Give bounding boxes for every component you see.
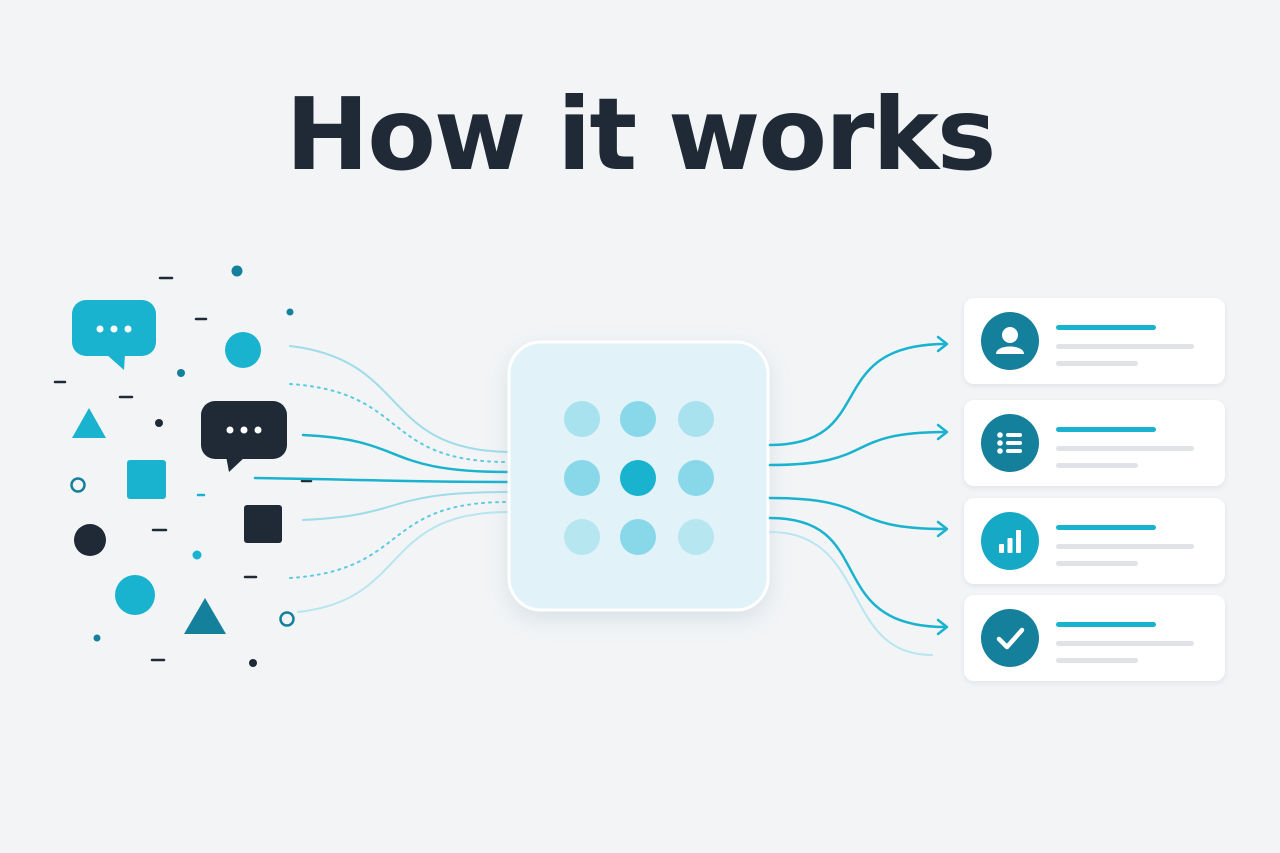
output-flow-arrows [768,335,949,636]
arrow-head-icon [936,423,949,441]
processing-hub [507,340,770,612]
dash-icon [53,276,313,662]
card-text-line [1056,641,1194,646]
circle-icon [225,332,261,368]
card-text-line [1056,446,1194,451]
arrow-head-icon [936,335,949,353]
output-card-user[interactable] [964,298,1225,384]
grid-dots-icon [564,401,714,555]
card-text-line [1056,344,1194,349]
card-text-line [1056,658,1138,663]
ring-icon [70,477,86,493]
dot-icon [177,369,185,377]
card-heading-line [1056,325,1156,330]
check-icon [981,609,1039,667]
bar-chart-icon [981,512,1039,570]
card-heading-line [1056,427,1156,432]
input-flow-lines [253,345,510,613]
output-card-check[interactable] [964,595,1225,681]
card-text-line [1056,463,1138,468]
card-text-line [1056,361,1138,366]
triangle-icon [72,408,106,438]
page-title: How it works [285,76,997,193]
dot-icon [286,308,294,316]
user-icon [981,312,1039,370]
square-icon [127,460,166,499]
card-text-line [1056,544,1194,549]
arrow-head-icon [936,520,949,538]
output-card-chart[interactable] [964,498,1225,584]
card-heading-line [1056,622,1156,627]
output-card-list[interactable] [964,400,1225,486]
circle-icon [115,575,155,615]
output-flow-fade [769,531,933,656]
dot-icon [192,550,202,560]
input-shapes [53,265,313,667]
dot-icon [93,634,101,642]
circle-icon [74,524,106,556]
card-heading-line [1056,525,1156,530]
chat-bubble-icon [72,300,156,370]
list-icon [981,414,1039,472]
arrow-head-icon [936,618,949,636]
dot-icon [231,265,243,277]
triangle-icon [184,598,226,634]
chat-bubble-dark-icon [201,401,287,472]
ring-icon [279,611,295,627]
square-icon [244,505,282,543]
dot-icon [249,659,257,667]
dot-icon [155,419,163,427]
card-text-line [1056,561,1138,566]
